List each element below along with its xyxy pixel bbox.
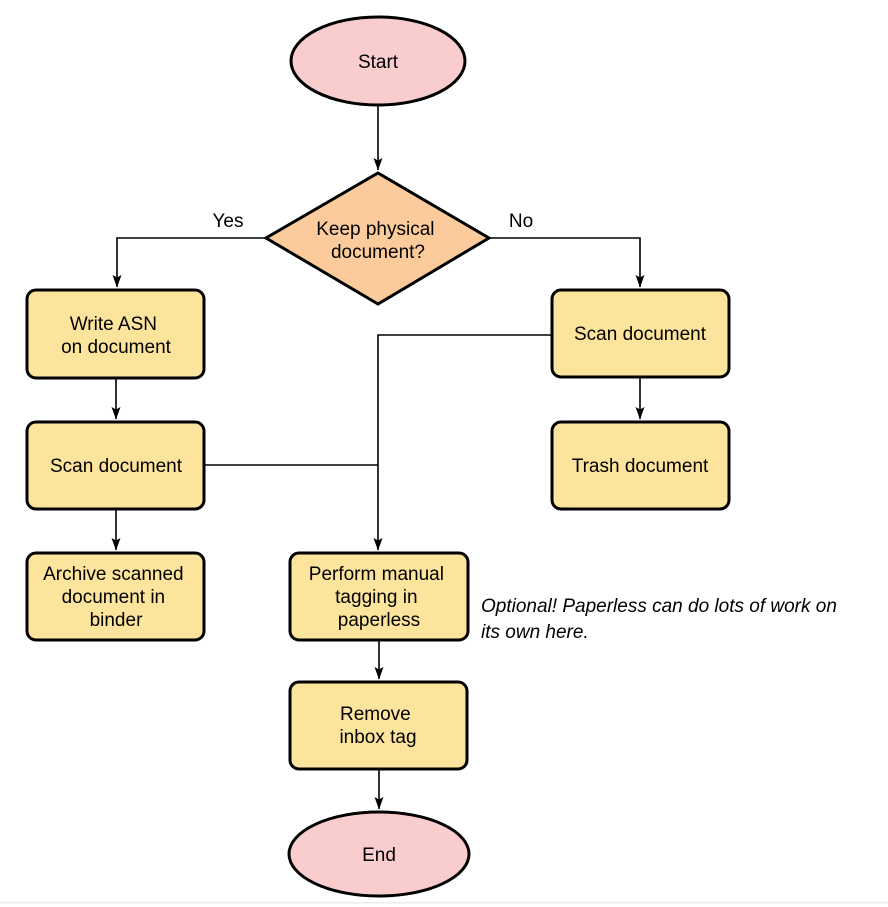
trash-document-shape bbox=[550, 420, 731, 511]
node-decision: Keep physical document? bbox=[263, 171, 492, 306]
archive-label-line3: binder bbox=[90, 610, 143, 631]
annotation: Optional! Paperless can do lots of work … bbox=[481, 596, 842, 643]
edge-label-yes: Yes bbox=[213, 211, 244, 232]
tagging-label-line3: paperless bbox=[338, 610, 420, 631]
node-trash-document: Trash document bbox=[550, 420, 731, 511]
node-remove-inbox-tag: Remove inbox tag bbox=[288, 680, 469, 771]
node-archive: Archive scanned document in binder bbox=[25, 551, 206, 642]
annotation-line2: its own here. bbox=[481, 622, 589, 643]
node-write-asn: Write ASN on document bbox=[25, 288, 206, 380]
edge-decision-yes-branch bbox=[112, 237, 265, 288]
bottom-divider bbox=[0, 902, 888, 904]
node-scan-document-right: Scan document bbox=[550, 288, 731, 379]
decision-label: Keep physical document? bbox=[316, 219, 440, 263]
remove-inbox-label-line2: inbox tag bbox=[339, 727, 416, 748]
decision-label-line2: document? bbox=[331, 242, 425, 263]
tagging-label-line2: tagging in bbox=[335, 587, 417, 608]
write-asn-label: Write ASN on document bbox=[61, 314, 172, 358]
remove-inbox-tag-shape bbox=[288, 680, 469, 771]
archive-shape bbox=[25, 551, 206, 642]
edge-scanright-to-tagging bbox=[373, 334, 552, 551]
node-end: End bbox=[287, 810, 471, 898]
scan-document-right-shape bbox=[550, 288, 731, 379]
write-asn-shape bbox=[25, 288, 206, 380]
node-scan-document-left: Scan document bbox=[25, 420, 206, 511]
remove-inbox-tag-label: Remove inbox tag bbox=[339, 704, 416, 748]
write-asn-label-line2: on document bbox=[61, 337, 172, 358]
tagging-label: Perform manual tagging in paperless bbox=[309, 564, 449, 631]
edge-decision-no-branch bbox=[490, 237, 645, 288]
archive-label: Archive scanned document in binder bbox=[43, 564, 189, 631]
edges bbox=[111, 105, 645, 810]
node-start: Start bbox=[289, 15, 467, 107]
node-tagging: Perform manual tagging in paperless bbox=[288, 551, 470, 642]
remove-inbox-label-line1: Remove bbox=[340, 704, 411, 725]
tagging-shape bbox=[288, 551, 470, 642]
trash-document-label: Trash document bbox=[572, 456, 709, 477]
edge-label-no: No bbox=[509, 211, 533, 232]
end-label: End bbox=[362, 845, 396, 866]
start-terminal-shape bbox=[289, 15, 467, 107]
tagging-label-line1: Perform manual bbox=[309, 564, 444, 585]
write-asn-label-line1: Write ASN bbox=[70, 314, 157, 335]
scan-document-left-label: Scan document bbox=[50, 456, 183, 477]
archive-label-line1: Archive scanned bbox=[43, 564, 183, 585]
scan-document-right-label: Scan document bbox=[574, 324, 707, 345]
start-label: Start bbox=[358, 52, 399, 73]
decision-diamond-shape bbox=[263, 171, 492, 306]
annotation-line1: Optional! Paperless can do lots of work … bbox=[481, 596, 837, 617]
decision-label-line1: Keep physical bbox=[316, 219, 434, 240]
end-terminal-shape bbox=[287, 810, 471, 898]
archive-label-line2: document in bbox=[62, 587, 166, 608]
scan-document-left-shape bbox=[25, 420, 206, 511]
